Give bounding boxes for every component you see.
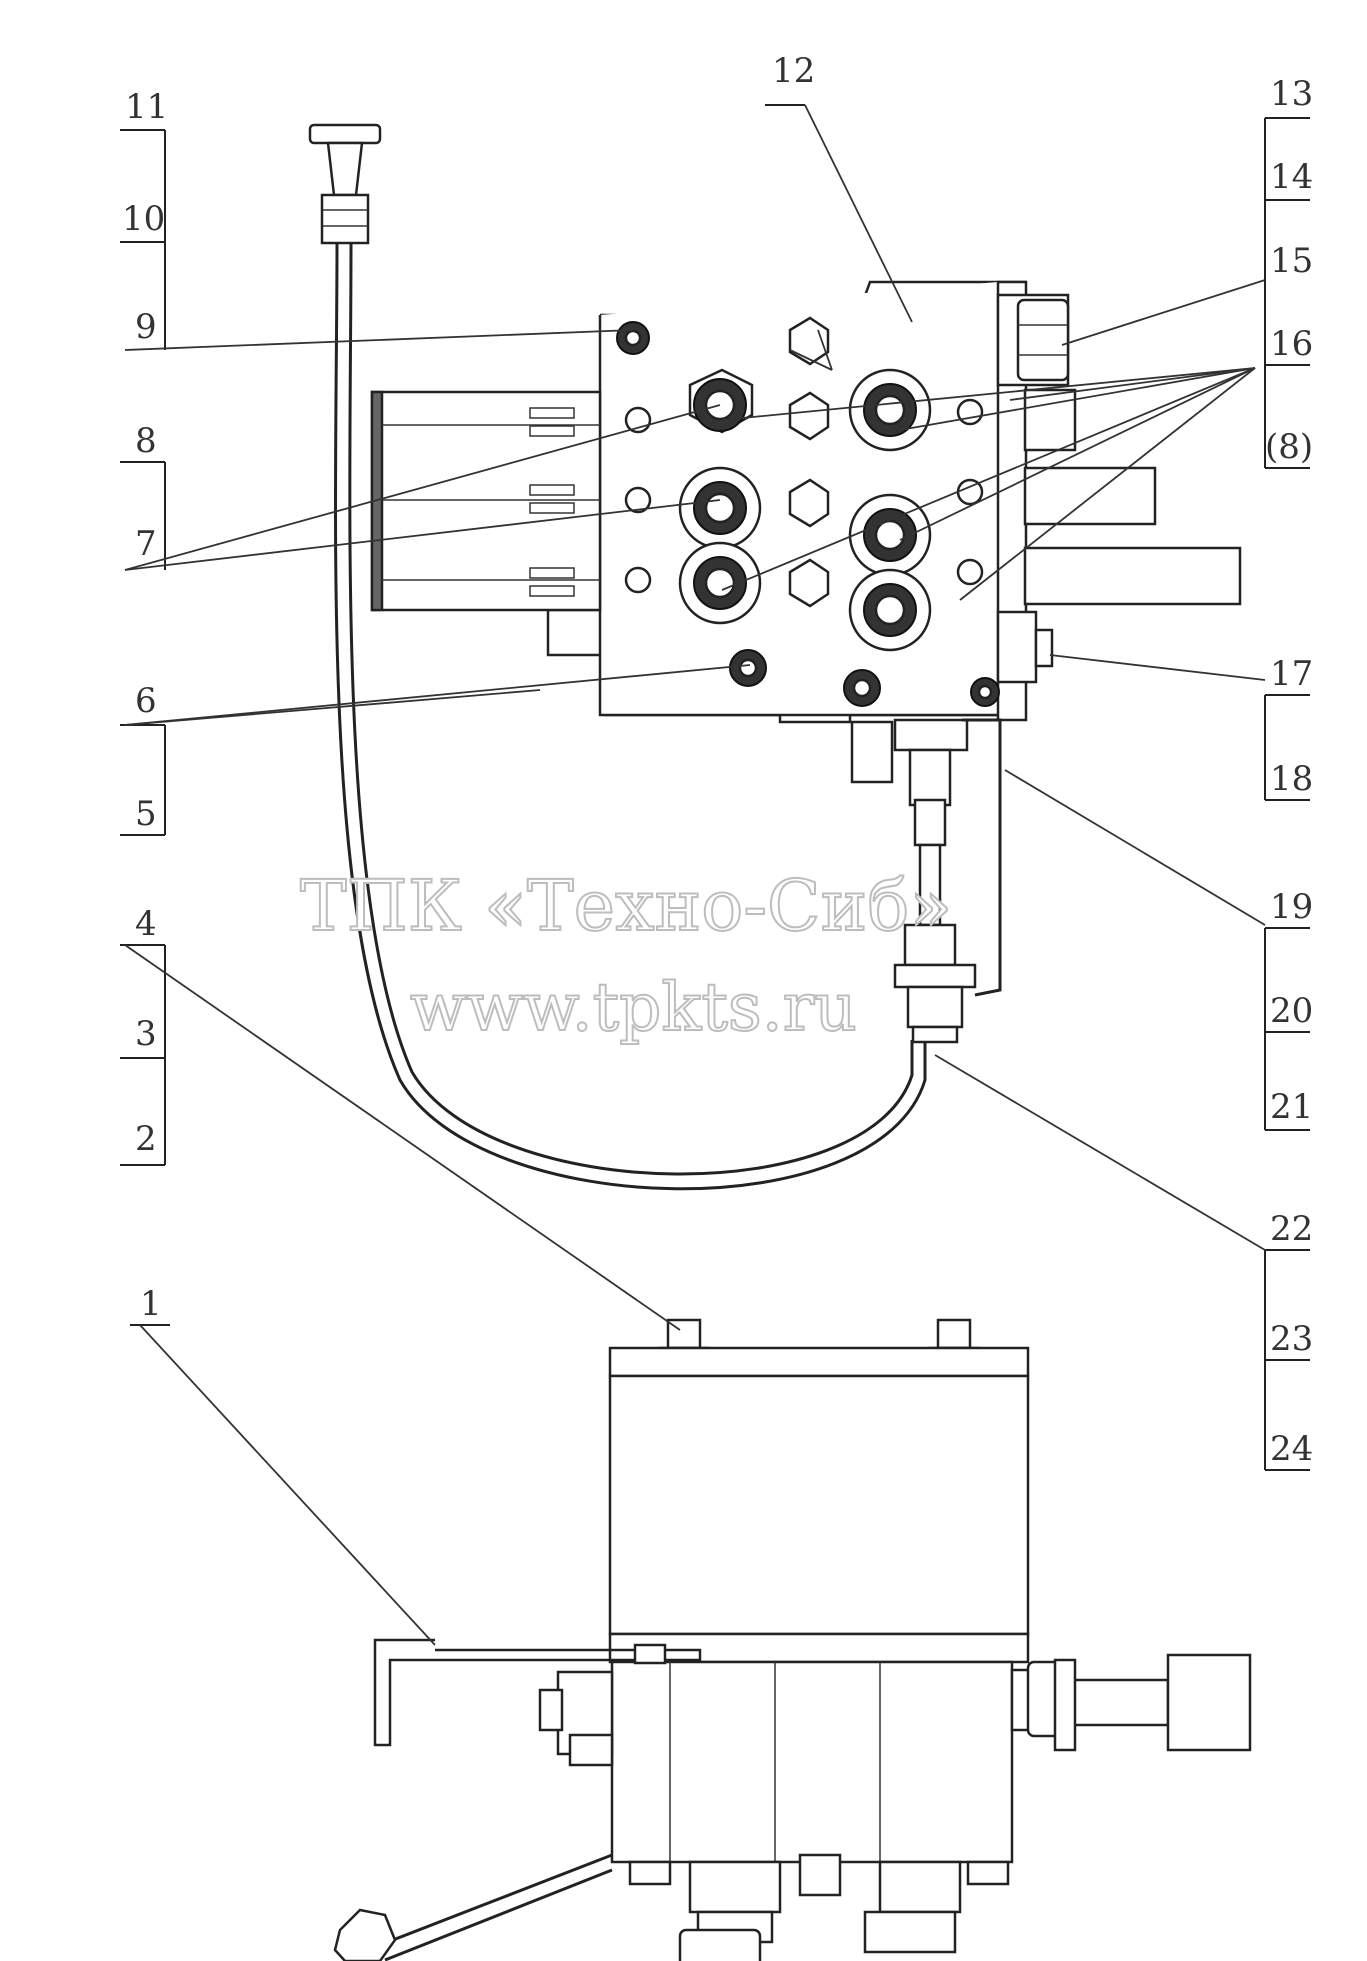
right-callouts: 12 13 14 15 16 (8) 17 18 19 20 21 22 23 … bbox=[772, 51, 1313, 1469]
callout-17: 17 bbox=[1270, 654, 1313, 694]
lower-assembly bbox=[333, 1318, 1252, 1961]
callout-19: 19 bbox=[1270, 887, 1313, 927]
left-callouts: 11 10 9 8 7 6 5 4 3 2 1 bbox=[122, 87, 168, 1324]
callout-11: 11 bbox=[125, 87, 168, 127]
callout-9: 9 bbox=[135, 307, 157, 347]
watermark: ТПК «Техно-Сиб» www.tpkts.ru bbox=[299, 864, 953, 1047]
callout-8-ref: (8) bbox=[1265, 427, 1313, 467]
callout-7: 7 bbox=[135, 524, 157, 564]
callout-20: 20 bbox=[1270, 991, 1313, 1031]
callout-23: 23 bbox=[1270, 1319, 1313, 1359]
leader-lines bbox=[124, 104, 1266, 1646]
callout-14: 14 bbox=[1270, 157, 1313, 197]
right-callout-brackets bbox=[765, 104, 1310, 1471]
callout-12-top: 12 bbox=[772, 51, 815, 91]
callout-22: 22 bbox=[1270, 1209, 1313, 1249]
watermark-url: www.tpkts.ru bbox=[410, 969, 857, 1046]
callout-5: 5 bbox=[135, 794, 157, 834]
callout-6: 6 bbox=[135, 681, 157, 721]
callout-24: 24 bbox=[1270, 1429, 1313, 1469]
callout-21: 21 bbox=[1270, 1087, 1313, 1127]
callout-3: 3 bbox=[135, 1014, 157, 1054]
callout-18: 18 bbox=[1270, 759, 1313, 799]
callout-16: 16 bbox=[1270, 324, 1313, 364]
callout-13: 13 bbox=[1270, 74, 1313, 114]
callout-8: 8 bbox=[135, 421, 157, 461]
callout-10: 10 bbox=[122, 199, 165, 239]
callout-4: 4 bbox=[135, 904, 157, 944]
watermark-company: ТПК «Техно-Сиб» bbox=[300, 865, 952, 947]
callout-2: 2 bbox=[135, 1119, 157, 1159]
callout-15: 15 bbox=[1270, 241, 1313, 281]
callout-1: 1 bbox=[140, 1284, 162, 1324]
